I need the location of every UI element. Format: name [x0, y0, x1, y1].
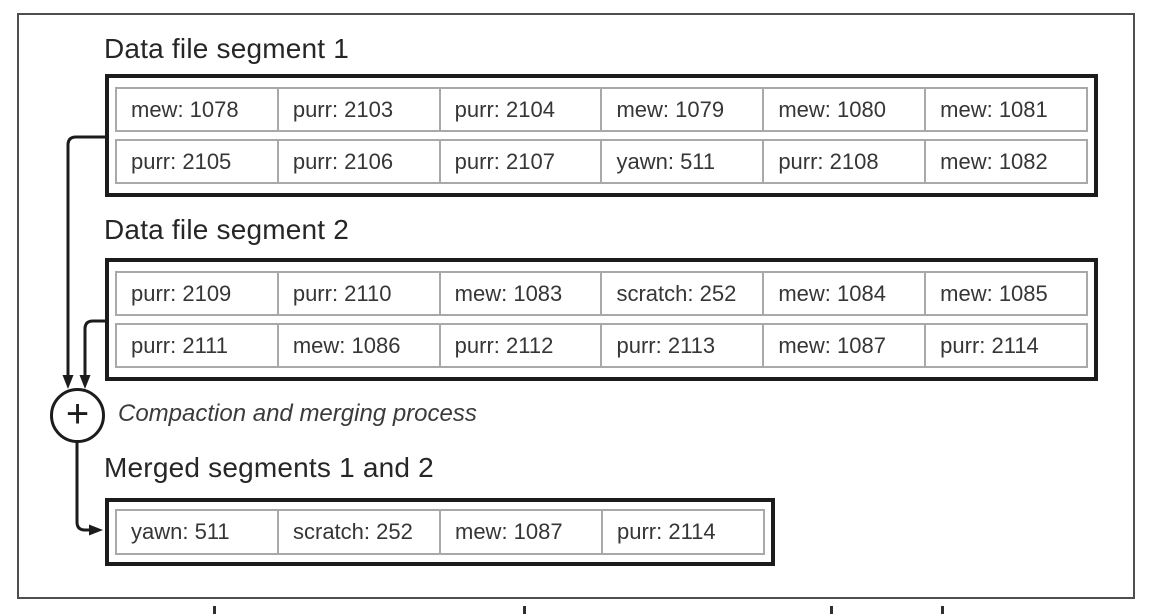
record-cell: purr: 2105 — [117, 141, 279, 182]
segment1-row1: mew: 1078 purr: 2103 purr: 2104 mew: 107… — [115, 87, 1088, 132]
record-cell: purr: 2112 — [441, 325, 603, 366]
caption-mark — [941, 606, 944, 614]
segment2-box: purr: 2109 purr: 2110 mew: 1083 scratch:… — [105, 258, 1098, 381]
record-cell: mew: 1087 — [441, 511, 603, 553]
record-cell: mew: 1084 — [764, 273, 927, 314]
merged-box: yawn: 511 scratch: 252 mew: 1087 purr: 2… — [105, 498, 775, 566]
record-cell: purr: 2103 — [279, 89, 441, 130]
record-cell: mew: 1086 — [279, 325, 441, 366]
merge-operator-circle: + — [50, 388, 105, 443]
plus-icon: + — [65, 391, 90, 436]
record-cell: purr: 2108 — [764, 141, 927, 182]
record-cell: purr: 2109 — [117, 273, 279, 314]
merged-title: Merged segments 1 and 2 — [104, 452, 434, 483]
record-cell: purr: 2114 — [940, 332, 1039, 358]
record-cell: mew: 1079 — [602, 89, 765, 130]
segment1-title: Data file segment 1 — [104, 33, 350, 64]
record-cell: mew: 1085 — [940, 280, 1048, 306]
record-cell: purr: 2114 — [617, 519, 716, 544]
record-cell: mew: 1081 — [940, 96, 1048, 122]
record-cell: yawn: 511 — [117, 511, 279, 553]
caption-mark — [213, 606, 216, 614]
record-cell: yawn: 511 — [602, 141, 765, 182]
record-cell: purr: 2107 — [441, 141, 603, 182]
record-cell: purr: 2104 — [441, 89, 603, 130]
record-cell: mew: 1078 — [117, 89, 279, 130]
caption-mark — [830, 606, 833, 614]
record-cell: mew: 1083 — [441, 273, 603, 314]
record-cell: mew: 1080 — [764, 89, 927, 130]
record-cell: purr: 2113 — [602, 325, 765, 366]
record-cell: purr: 2111 — [117, 325, 279, 366]
record-cell: scratch: 252 — [602, 273, 765, 314]
record-cell: mew: 1087 — [764, 325, 927, 366]
merge-process-label: Compaction and merging process — [118, 400, 477, 427]
segment2-row2: purr: 2111 mew: 1086 purr: 2112 purr: 21… — [115, 323, 1088, 368]
segment2-title: Data file segment 2 — [104, 214, 350, 245]
segment1-row2: purr: 2105 purr: 2106 purr: 2107 yawn: 5… — [115, 139, 1088, 184]
segment1-box: mew: 1078 purr: 2103 purr: 2104 mew: 107… — [105, 74, 1098, 197]
segment2-row1: purr: 2109 purr: 2110 mew: 1083 scratch:… — [115, 271, 1088, 316]
record-cell: scratch: 252 — [279, 511, 441, 553]
caption-mark — [523, 606, 526, 614]
record-cell: purr: 2110 — [279, 273, 441, 314]
record-cell: mew: 1082 — [940, 148, 1048, 174]
record-cell: purr: 2106 — [279, 141, 441, 182]
merged-row: yawn: 511 scratch: 252 mew: 1087 purr: 2… — [115, 509, 765, 555]
